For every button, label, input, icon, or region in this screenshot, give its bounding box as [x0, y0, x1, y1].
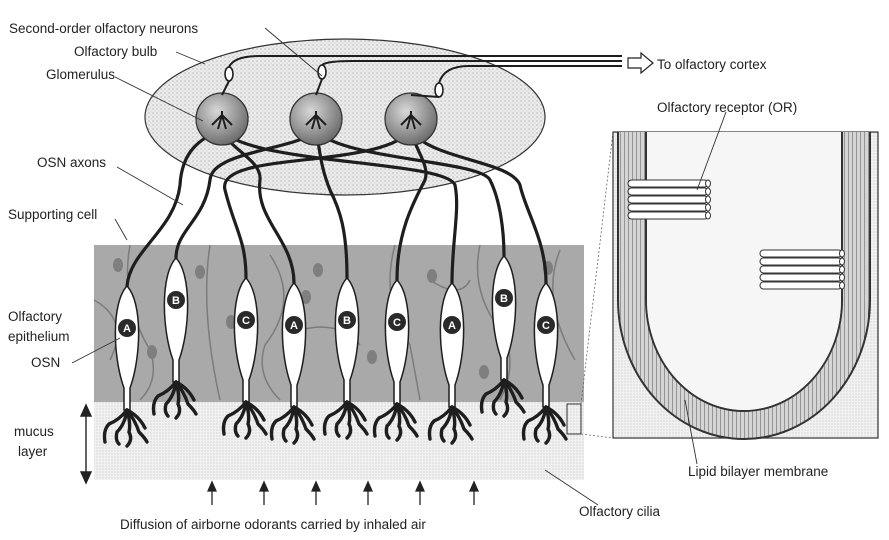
osn-type-label: C: [542, 320, 550, 332]
glomerulus: [290, 93, 342, 145]
osn-type-label: B: [343, 315, 351, 327]
to-cortex-arrow: [628, 53, 653, 73]
receptor-bundle: [760, 250, 845, 289]
inhalation-arrow: [208, 482, 216, 505]
supporting-cell-nucleus: [479, 365, 489, 379]
mucus-span-arrow: [81, 405, 91, 483]
inhalation-arrows: [208, 482, 478, 505]
glomeruli: [196, 93, 437, 145]
zoom-line-bottom: [581, 434, 613, 438]
label-to-olfactory-cortex: To olfactory cortex: [657, 57, 767, 72]
supporting-cell-nucleus: [427, 269, 437, 283]
inhalation-arrow: [364, 482, 372, 505]
osn-type-label: B: [172, 295, 180, 307]
label-layer: layer: [18, 444, 48, 459]
supporting-cell-nucleus: [367, 350, 377, 364]
inhalation-arrow: [470, 482, 478, 505]
inhalation-arrow: [312, 482, 320, 505]
osn-type-label: A: [448, 320, 456, 332]
label-mucus: mucus: [14, 424, 54, 439]
label-osn-axons: OSN axons: [37, 155, 106, 170]
label-osn: OSN: [31, 355, 60, 370]
label-olfactory-cilia: Olfactory cilia: [579, 504, 661, 519]
inhalation-arrow: [260, 482, 268, 505]
osn-type-label: A: [290, 320, 298, 332]
zoom-line-top: [581, 132, 613, 404]
label-olfactory-bulb: Olfactory bulb: [74, 44, 157, 59]
osn-type-label: A: [123, 323, 131, 335]
osn-type-label: C: [393, 317, 401, 329]
label-epithelium: epithelium: [8, 329, 70, 344]
supporting-cell-nucleus: [313, 263, 323, 277]
glomerulus: [385, 93, 437, 145]
supporting-cell-nucleus: [195, 265, 205, 279]
supporting-cell-nucleus: [147, 345, 157, 359]
supporting-cell-nucleus: [113, 258, 123, 272]
label-second-order-neurons: Second-order olfactory neurons: [9, 21, 198, 36]
glomerulus: [196, 93, 248, 145]
label-diffusion: Diffusion of airborne odorants carried b…: [120, 517, 426, 532]
label-supporting-cell: Supporting cell: [8, 207, 97, 222]
osn-type-label: C: [242, 315, 250, 327]
label-glomerulus: Glomerulus: [46, 67, 115, 82]
label-lipid-bilayer: Lipid bilayer membrane: [688, 464, 828, 479]
osn-type-label: B: [500, 293, 508, 305]
label-olfactory: Olfactory: [8, 309, 62, 324]
label-olfactory-receptor: Olfactory receptor (OR): [657, 100, 797, 115]
inhalation-arrow: [416, 482, 424, 505]
